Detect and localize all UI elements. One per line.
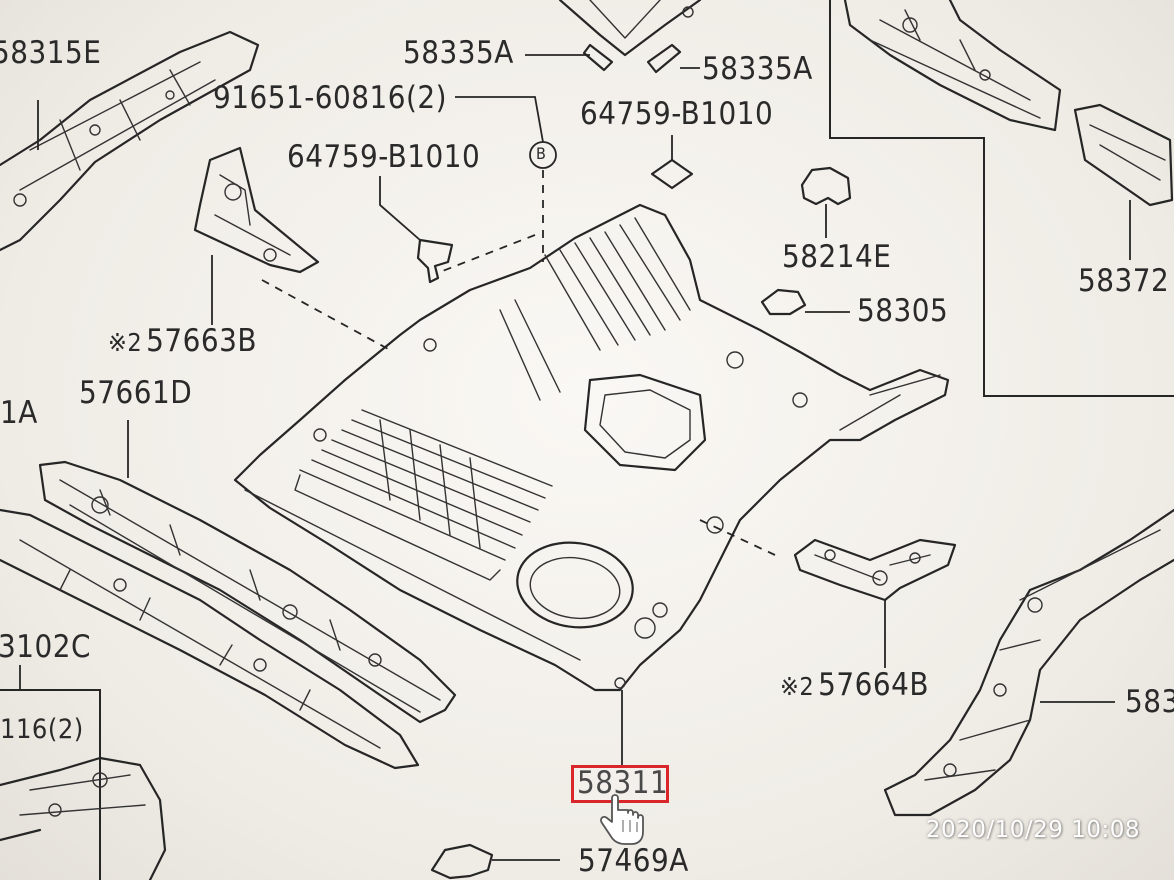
label-57661d[interactable]: 57661D (79, 375, 193, 411)
selected-part-highlight (571, 765, 669, 803)
bracket-bottom-left (0, 756, 167, 880)
label-58311[interactable]: 58311 (577, 765, 669, 801)
label-leaders (19, 54, 1131, 690)
clip-58214e (800, 166, 852, 238)
label-58335a-left[interactable]: 58335A (403, 35, 514, 71)
label-58305[interactable]: 58305 (857, 293, 949, 329)
label-58372[interactable]: 58372 (1078, 263, 1170, 299)
label-1a[interactable]: 1A (0, 395, 38, 431)
part-number: 57664B (818, 667, 929, 703)
clip-57469a (430, 843, 560, 880)
frame-top-right (829, 0, 1174, 397)
rail-58315e (0, 30, 260, 252)
circle-b-label: B (536, 144, 547, 163)
bracket-57664b (793, 538, 957, 668)
label-58335a-right[interactable]: 58335A (702, 51, 813, 87)
label-64759-b1010-left[interactable]: 64759-B1010 (287, 139, 481, 175)
note-mark: ※2 (780, 672, 815, 701)
frame-bottom-left (0, 689, 101, 880)
label-58315e[interactable]: 58315E (0, 35, 102, 71)
label-583-right[interactable]: 583 (1125, 684, 1174, 720)
top-bracket (558, 0, 702, 74)
label-58214e[interactable]: 58214E (782, 239, 892, 275)
label-91651-60816[interactable]: 91651-60816(2) (213, 80, 447, 116)
rail-57661d (0, 460, 457, 770)
label-116[interactable]: 116(2) (0, 714, 84, 745)
part-number: 57663B (146, 323, 257, 359)
bracket-57663b (193, 146, 320, 274)
circle-b-marker (261, 141, 776, 556)
photo-timestamp: 2020/10/29 10:08 (925, 817, 1140, 843)
rail-top-right (843, 0, 1174, 207)
label-57469a[interactable]: 57469A (578, 843, 689, 879)
clip-64759-left (416, 238, 454, 284)
label-3102c[interactable]: 3102C (0, 629, 91, 665)
note-mark: ※2 (108, 328, 143, 357)
hand-pointer-icon (600, 794, 644, 845)
clip-58305 (760, 288, 850, 316)
label-64759-b1010-center[interactable]: 64759-B1010 (580, 96, 774, 132)
floor-pan-58311 (233, 203, 950, 692)
clip-64759-center (650, 135, 694, 190)
rail-right-583 (883, 508, 1174, 817)
